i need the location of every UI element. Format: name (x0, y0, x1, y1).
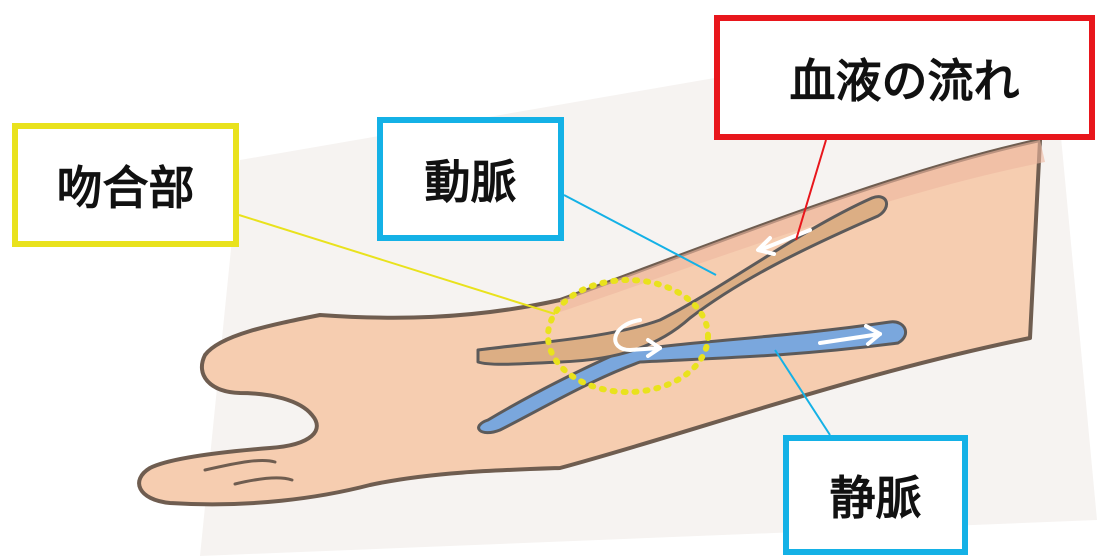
vein-label: 静脈 (783, 435, 968, 555)
vein-text: 静脈 (830, 462, 922, 528)
anastomosis-text: 吻合部 (57, 152, 195, 218)
artery-label: 動脈 (377, 117, 564, 241)
blood-flow-text: 血液の流れ (790, 45, 1020, 111)
artery-text: 動脈 (425, 146, 517, 212)
blood-flow-label: 血液の流れ (714, 15, 1095, 140)
anastomosis-label: 吻合部 (12, 123, 239, 247)
